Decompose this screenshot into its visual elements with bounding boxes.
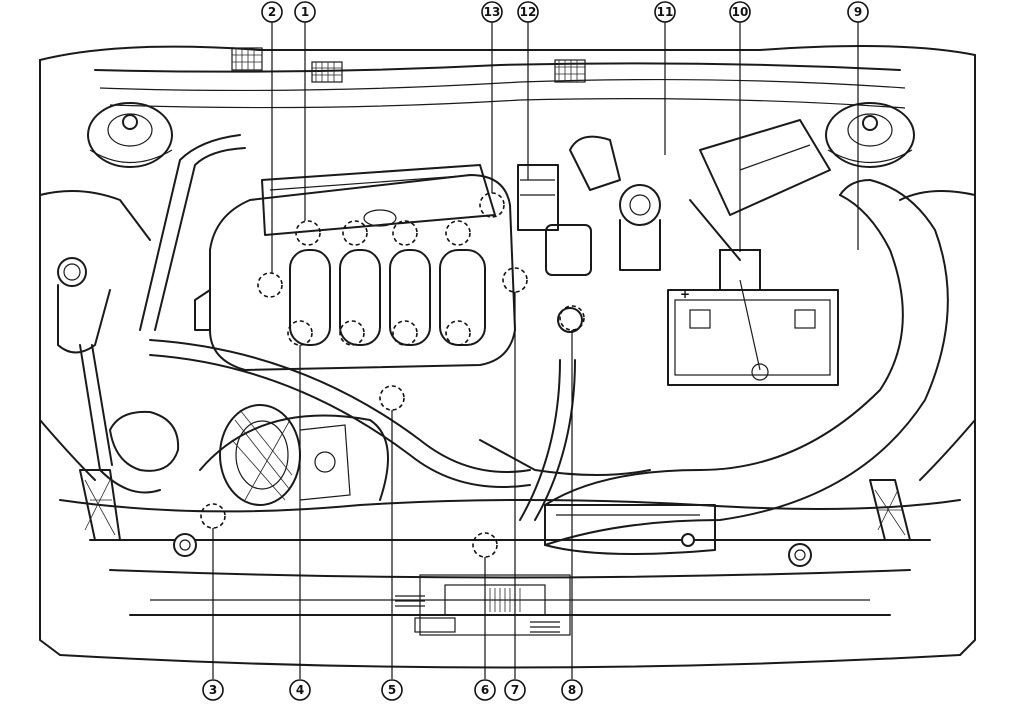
callout-8-label: 8 xyxy=(568,683,576,697)
point-7 xyxy=(502,267,528,293)
point-1 xyxy=(295,220,321,246)
point-4d xyxy=(445,320,471,346)
point-1c xyxy=(392,220,418,246)
callout-4-label: 4 xyxy=(296,683,304,697)
point-4b xyxy=(339,320,365,346)
connector-cluster xyxy=(517,135,621,333)
battery: + xyxy=(667,249,839,386)
callout-10: 10 xyxy=(729,1,751,23)
coolant-reservoir xyxy=(57,257,180,472)
cowl-grille-center xyxy=(311,61,343,83)
point-4c xyxy=(392,320,418,346)
cowl-grille-left xyxy=(231,47,263,71)
intake-manifold xyxy=(194,164,516,371)
point-3 xyxy=(200,503,226,529)
hood-latch xyxy=(395,574,571,636)
battery-plus-symbol: + xyxy=(680,287,690,301)
callout-10-label: 10 xyxy=(732,5,749,19)
callout-5-label: 5 xyxy=(388,683,396,697)
fuse-box xyxy=(689,119,831,261)
callout-3-label: 3 xyxy=(209,683,217,697)
body-outline xyxy=(39,45,976,656)
callout-2: 2 xyxy=(261,1,283,23)
callout-6: 6 xyxy=(474,679,496,701)
strut-tower-left xyxy=(87,102,173,168)
callout-12-label: 12 xyxy=(520,5,537,19)
point-5 xyxy=(379,385,405,411)
callout-11: 11 xyxy=(654,1,676,23)
callout-1-label: 1 xyxy=(301,5,309,19)
callout-2-label: 2 xyxy=(268,5,276,19)
point-2 xyxy=(257,272,283,298)
callout-9: 9 xyxy=(847,1,869,23)
point-1b xyxy=(342,220,368,246)
hoses xyxy=(79,134,651,521)
callout-7: 7 xyxy=(504,679,526,701)
callout-5: 5 xyxy=(381,679,403,701)
alternator xyxy=(199,404,389,506)
callout-9-label: 9 xyxy=(854,5,862,19)
callout-13: 13 xyxy=(481,1,503,23)
callout-3: 3 xyxy=(202,679,224,701)
air-intake-duct xyxy=(544,179,949,555)
point-4 xyxy=(287,320,313,346)
callout-6-label: 6 xyxy=(481,683,489,697)
callout-1: 1 xyxy=(294,1,316,23)
callout-8: 8 xyxy=(561,679,583,701)
brake-fluid-reservoir xyxy=(619,184,661,271)
callout-12: 12 xyxy=(517,1,539,23)
point-6 xyxy=(472,532,498,558)
callout-4: 4 xyxy=(289,679,311,701)
cowl-grille-right xyxy=(554,59,586,83)
callout-13-label: 13 xyxy=(484,5,501,19)
callout-7-label: 7 xyxy=(511,683,519,697)
leader-lines xyxy=(212,22,859,679)
radiator-support xyxy=(59,469,961,669)
callout-11-label: 11 xyxy=(657,5,674,19)
point-8 xyxy=(559,305,585,331)
point-1d xyxy=(445,220,471,246)
strut-tower-right xyxy=(825,102,915,168)
